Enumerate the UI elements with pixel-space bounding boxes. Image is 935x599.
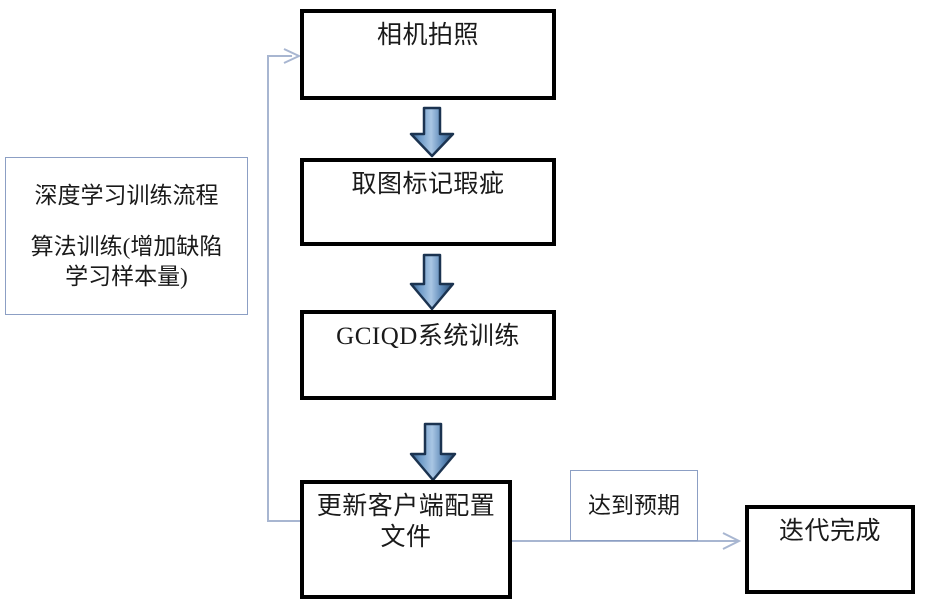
step-iteration-done-label: 迭代完成 xyxy=(778,518,881,545)
step-update-client[interactable]: 更新客户端配置 文件 xyxy=(300,480,512,599)
step-camera-capture[interactable]: 相机拍照 xyxy=(300,9,556,100)
step-iteration-done[interactable]: 迭代完成 xyxy=(745,505,915,594)
step-gciqd-training-label: GCIQD系统训练 xyxy=(336,323,520,350)
note-overview-line1: 深度学习训练流程 xyxy=(34,182,219,208)
step-gciqd-training[interactable]: GCIQD系统训练 xyxy=(300,310,556,400)
step-camera-capture-label: 相机拍照 xyxy=(376,22,479,49)
step-mark-defects-label: 取图标记瑕疵 xyxy=(351,171,505,198)
note-training-overview: 深度学习训练流程 算法训练(增加缺陷 学习样本量) xyxy=(5,157,248,315)
done-arrowhead xyxy=(722,532,742,550)
step-mark-defects[interactable]: 取图标记瑕疵 xyxy=(300,158,556,246)
arrow-mark-to-training xyxy=(409,253,455,311)
note-condition-met-label: 达到预期 xyxy=(588,492,680,518)
feedback-arrowhead xyxy=(283,48,302,64)
arrow-training-to-update xyxy=(409,422,457,482)
step-update-client-label: 更新客户端配置 文件 xyxy=(316,493,496,551)
note-overview-line2: 算法训练(增加缺陷 学习样本量) xyxy=(30,234,223,289)
arrow-capture-to-mark xyxy=(409,106,455,158)
note-condition-met: 达到预期 xyxy=(570,470,698,541)
